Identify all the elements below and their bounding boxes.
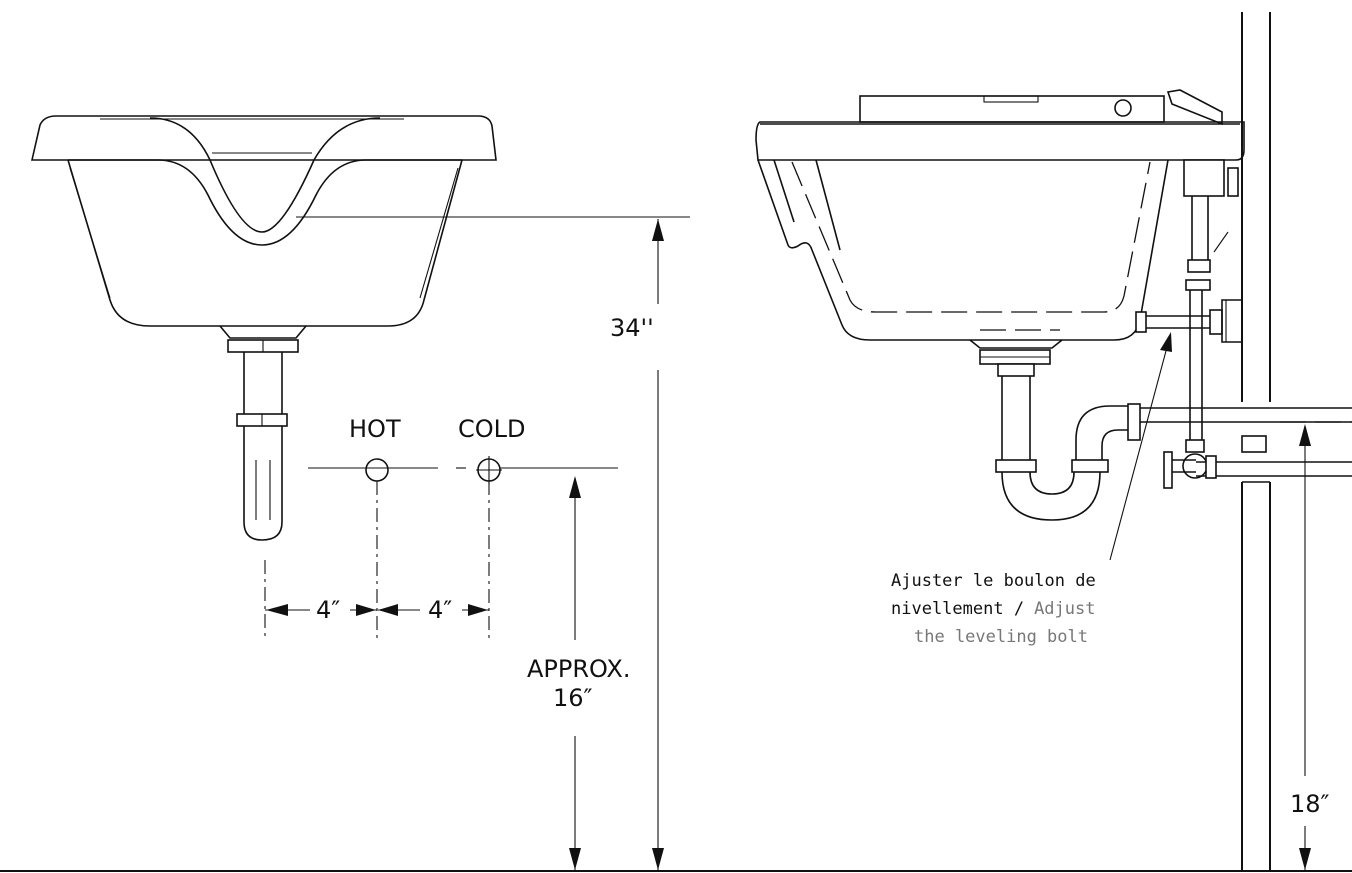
approx-16-dimension [569, 476, 581, 871]
hot-supply-symbol [365, 458, 389, 482]
wall-piping [1140, 407, 1352, 477]
cold-label: COLD [458, 415, 526, 443]
hot-label: HOT [349, 415, 401, 443]
leveling-bolt-assembly [1135, 159, 1243, 489]
spacing-dimensions [265, 604, 489, 616]
note-line-2: nivellement / Adjust [891, 599, 1095, 619]
note-en-part: Adjust [1034, 599, 1095, 619]
spacing-left-label: 4″ [316, 596, 340, 624]
supply-lines-front [264, 456, 618, 640]
front-view-sink [30, 115, 497, 541]
note-fr-part: nivellement / [891, 599, 1024, 619]
note-line-3: the leveling bolt [914, 627, 1088, 647]
note-line-1: Ajuster le boulon de [891, 571, 1096, 591]
height-34-dimension [296, 216, 690, 871]
height-18-label: 18″ [1290, 790, 1330, 818]
approx-label: APPROX. [527, 655, 630, 683]
leveling-note-leader [1109, 332, 1172, 561]
height-18-dimension [1299, 424, 1311, 871]
height-34-label: 34'' [610, 314, 654, 342]
approx-16-label: 16″ [553, 684, 593, 712]
side-view-sink [755, 89, 1245, 521]
spacing-right-label: 4″ [428, 596, 452, 624]
